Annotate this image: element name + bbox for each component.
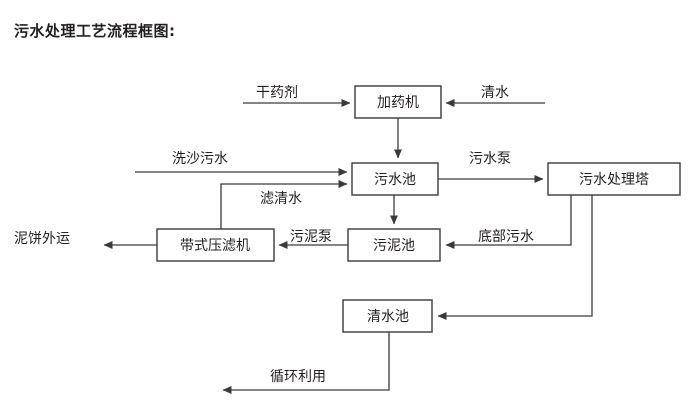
node-treatment-tower: 污水处理塔 <box>547 162 681 196</box>
node-wastewater-pool: 污水池 <box>351 162 439 196</box>
edge-clearwater-pool-to-recycle <box>222 332 390 395</box>
edge-label-recycle-use: 循环利用 <box>270 369 326 385</box>
node-wastewater-pool-label: 污水池 <box>374 172 416 188</box>
node-clearwater-pool-rect <box>342 299 433 333</box>
node-dosing-machine-label: 加药机 <box>377 95 419 111</box>
node-wastewater-pool-rect <box>351 162 439 196</box>
edge-treatment-tower-to-clearwater-pool <box>437 195 593 321</box>
node-sludge-pool-rect <box>347 228 441 262</box>
node-belt-filter-press-rect <box>156 228 275 262</box>
edge-belt-filter-to-wastewater-pool <box>220 179 348 229</box>
node-treatment-tower-label: 污水处理塔 <box>579 172 649 188</box>
node-clearwater-pool-label: 清水池 <box>367 309 409 325</box>
page-title: 污水处理工艺流程框图: <box>14 22 176 40</box>
node-dosing-machine-rect <box>354 85 442 119</box>
edge-label-wastewater-pump: 污水泵 <box>469 151 511 167</box>
terminal-clean-water-label: 清水 <box>481 85 509 101</box>
node-belt-filter-press-label: 带式压滤机 <box>180 238 250 254</box>
terminal-mud-cake-out-label: 泥饼外运 <box>14 231 70 247</box>
node-belt-filter-press: 带式压滤机 <box>156 228 275 262</box>
node-dosing-machine: 加药机 <box>354 85 442 119</box>
node-sludge-pool: 污泥池 <box>347 228 441 262</box>
node-treatment-tower-rect <box>547 162 681 196</box>
node-clearwater-pool: 清水池 <box>342 299 433 333</box>
edge-label-sludge-pump: 污泥泵 <box>290 229 332 245</box>
edge-label-filtered-water: 滤清水 <box>260 191 302 207</box>
edge-treatment-tower-to-sludge-pool <box>445 195 572 250</box>
edge-label-bottom-wastewater: 底部污水 <box>478 229 534 245</box>
node-sludge-pool-label: 污泥池 <box>373 238 415 254</box>
terminal-dry-chemical-label: 干药剂 <box>256 85 298 101</box>
terminal-sand-wash-water-label: 洗沙污水 <box>172 151 228 167</box>
